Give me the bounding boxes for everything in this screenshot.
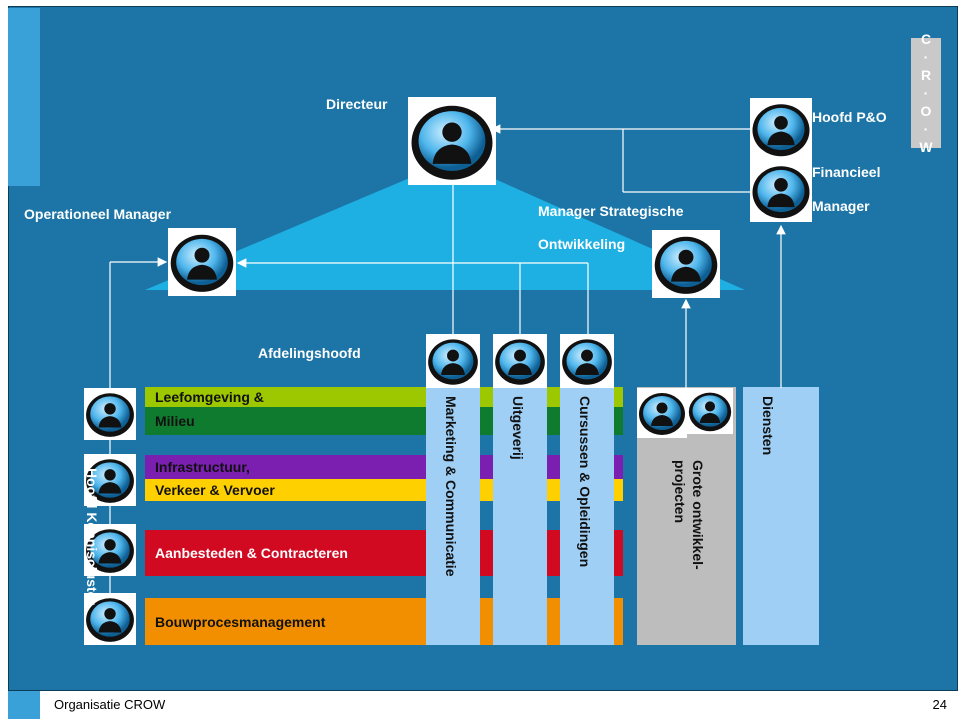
label-operationeel-manager: Operationeel Manager <box>24 206 172 222</box>
logo-letter-w: W <box>919 139 933 155</box>
person-hoofd-po-icon <box>750 98 812 160</box>
footer-accent-bar <box>8 691 40 719</box>
dept-marketing-column <box>426 375 480 645</box>
person-strategisch-icon <box>652 230 720 298</box>
band-label-leefomgeving: Leefomgeving & <box>155 389 264 405</box>
dept-cursussen-label: Cursussen & Opleidingen <box>577 396 593 568</box>
dept-uitgeverij-label: Uitgeverij <box>510 396 526 460</box>
label-financieel: Financieel <box>812 164 881 180</box>
dept-grote-label-1: Grote ontwikkel- <box>690 460 706 570</box>
dept-marketing-label: Marketing & Communicatie <box>443 396 459 577</box>
page-number: 24 <box>932 697 947 712</box>
label-hoofd-kenniscluster: Hoofd Kenniscluster <box>84 468 100 605</box>
dept-diensten-label: Diensten <box>760 396 776 456</box>
band-label-verkeer: Verkeer & Vervoer <box>155 482 275 498</box>
dept-diensten-column <box>743 387 819 645</box>
logo-letter-o: O <box>920 103 932 119</box>
label-financieel-manager: Manager <box>812 198 870 214</box>
logo-dot-2: · <box>923 85 929 101</box>
band-label-bouwproces: Bouwprocesmanagement <box>155 613 326 630</box>
dept-uitgeverij-column <box>493 375 547 645</box>
logo-dot-1: · <box>923 49 929 65</box>
band-label-infrastructuur: Infrastructuur, <box>155 459 250 475</box>
label-hoofd-po: Hoofd P&O <box>812 109 887 125</box>
label-afdelingshoofd: Afdelingshoofd <box>258 345 361 361</box>
person-grote-2-icon <box>687 388 733 434</box>
person-afdeling-uitgeverij-icon <box>493 334 547 388</box>
person-afdeling-cursussen-icon <box>560 334 614 388</box>
person-afdeling-marketing-icon <box>426 334 480 388</box>
label-strategisch-2: Ontwikkeling <box>538 236 626 252</box>
person-kennis-3-icon <box>84 524 136 576</box>
person-kennis-2-icon <box>84 454 136 506</box>
dept-grote-label-2: projecten <box>672 460 688 524</box>
label-strategisch-1: Manager Strategische <box>538 203 684 219</box>
person-financieel-icon <box>750 160 812 222</box>
person-directeur-icon <box>408 97 496 185</box>
band-label-milieu: Milieu <box>155 413 195 429</box>
person-kennis-1-icon <box>84 388 136 440</box>
accent-bar <box>8 8 40 186</box>
logo-letter-r: R <box>920 67 932 83</box>
footer-title: Organisatie CROW <box>54 697 166 712</box>
person-kennis-4-icon <box>84 593 136 645</box>
person-operationeel-icon <box>168 228 236 296</box>
label-directeur: Directeur <box>326 96 388 112</box>
dept-cursussen-column <box>560 375 614 645</box>
logo-letter-c: C <box>920 31 932 47</box>
logo-dot-3: · <box>923 121 929 137</box>
crow-logo: C · R · O · W <box>911 31 941 155</box>
person-grote-1-icon <box>637 388 687 438</box>
band-label-aanbesteden: Aanbesteden & Contracteren <box>155 545 348 561</box>
